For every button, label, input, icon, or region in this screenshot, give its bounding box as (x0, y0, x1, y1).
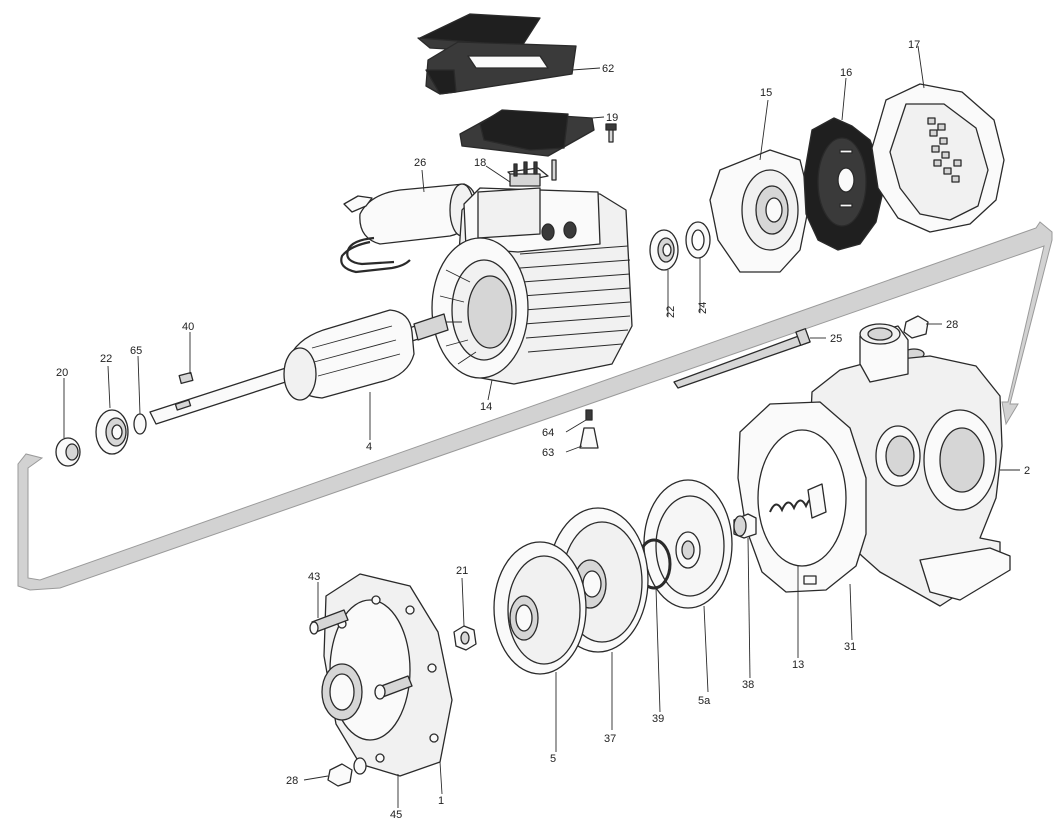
label-63: 63 (542, 447, 554, 459)
shaft-key (178, 371, 194, 385)
fan-cover-grille (927, 117, 962, 183)
label-43: 43 (308, 571, 320, 583)
label-25: 25 (830, 333, 842, 345)
impeller-nut (453, 625, 477, 651)
bearing-upper (649, 229, 679, 271)
wave-washer (685, 221, 711, 259)
label-5: 5 (550, 753, 556, 765)
label-4: 4 (366, 441, 372, 453)
label-65: 65 (130, 345, 142, 357)
label-38: 38 (742, 679, 754, 691)
drain-plug-upper (903, 315, 929, 360)
part-labels: 62 19 18 26 17 16 15 22 24 14 4 40 65 22… (56, 39, 1030, 821)
label-19: 19 (606, 112, 618, 124)
terminal-screw (605, 123, 617, 143)
label-62: 62 (602, 63, 614, 75)
front-cover (321, 573, 453, 777)
mechanical-seal-spring (769, 483, 827, 519)
stud-bolt-lower (374, 675, 413, 700)
label-37: 37 (604, 733, 616, 745)
stud-bolt-upper (309, 609, 349, 635)
label-20: 20 (56, 367, 68, 379)
label-39: 39 (652, 713, 664, 725)
label-31: 31 (844, 641, 856, 653)
label-28-lower: 28 (286, 775, 298, 787)
label-18: 18 (474, 157, 486, 169)
drain-plug-lower (327, 763, 353, 787)
plug-washer (353, 757, 367, 775)
bearing-spacer (55, 437, 81, 467)
label-17: 17 (908, 39, 920, 51)
cooling-fan (803, 117, 883, 251)
leader-lines (63, 45, 1020, 808)
fan-cover (871, 83, 1005, 233)
impeller (643, 479, 733, 609)
seal-plate (737, 401, 867, 593)
terminal-cover (417, 13, 577, 95)
capacitor (340, 183, 477, 274)
assembly-flow-arrow (17, 221, 1053, 591)
label-26: 26 (414, 157, 426, 169)
label-45: 45 (390, 809, 402, 821)
terminal-board (459, 109, 595, 157)
label-24: 24 (697, 302, 709, 314)
tie-rod-head (795, 328, 811, 346)
motor-housing (431, 187, 633, 385)
label-15: 15 (760, 87, 772, 99)
label-1: 1 (438, 795, 444, 807)
nozzle (579, 427, 599, 449)
seal-seat (733, 513, 757, 539)
label-5a: 5a (698, 695, 711, 707)
front-impeller (493, 541, 587, 675)
label-16: 16 (840, 67, 852, 79)
label-40: 40 (182, 321, 194, 333)
terminal-block (507, 159, 557, 187)
label-2: 2 (1024, 465, 1030, 477)
label-22-upper: 22 (665, 306, 677, 318)
bearing-lower (95, 409, 129, 455)
label-13: 13 (792, 659, 804, 671)
label-21: 21 (456, 565, 468, 577)
label-64: 64 (542, 427, 554, 439)
circlip (133, 413, 147, 435)
label-22-lower: 22 (100, 353, 112, 365)
end-shield (709, 149, 811, 273)
label-28-upper: 28 (946, 319, 958, 331)
nozzle-pin (585, 409, 593, 421)
rotor-shaft (149, 309, 449, 425)
label-14: 14 (480, 401, 492, 413)
